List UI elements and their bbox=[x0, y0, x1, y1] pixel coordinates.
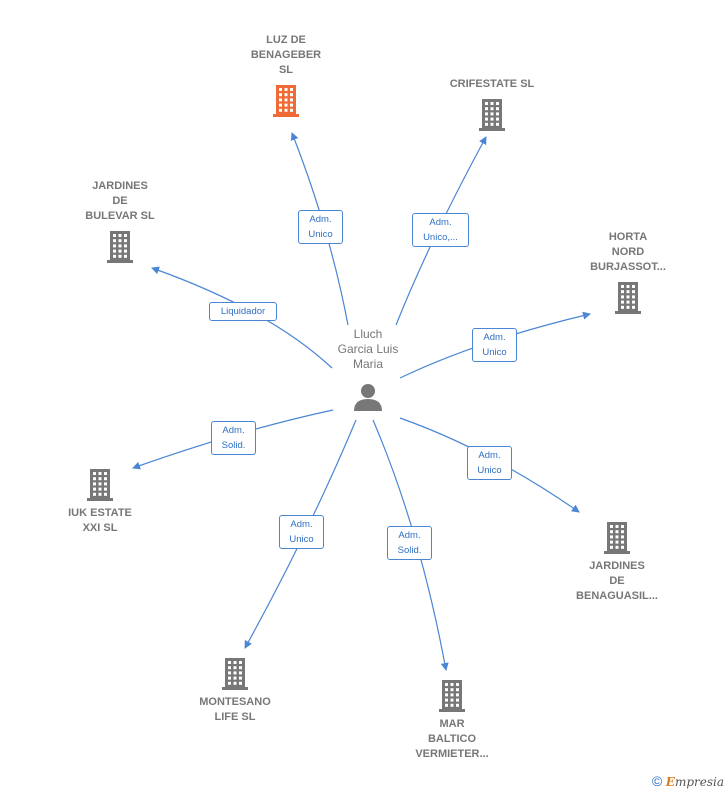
copyright-symbol: © bbox=[651, 773, 663, 789]
role-label: Adm. Solid. bbox=[387, 526, 432, 560]
company-name: IUK ESTATE XXI SL bbox=[68, 507, 132, 534]
company-node-jardines-benaguasil[interactable]: JARDINES DE BENAGUASIL... bbox=[562, 519, 672, 604]
building-icon bbox=[604, 522, 630, 554]
role-label: Adm. Unico,... bbox=[412, 213, 469, 247]
company-node-jardines-bulevar[interactable]: JARDINES DE BULEVAR SL bbox=[70, 179, 170, 264]
building-icon bbox=[222, 658, 248, 690]
role-label: Adm. Unico bbox=[472, 328, 517, 362]
person-icon bbox=[354, 384, 382, 411]
company-name: JARDINES DE BULEVAR SL bbox=[85, 180, 155, 222]
role-label: Adm. Unico bbox=[279, 515, 324, 549]
company-name: MAR BALTICO VERMIETER... bbox=[415, 718, 489, 760]
company-node-horta[interactable]: HORTA NORD BURJASSOT... bbox=[578, 230, 678, 315]
company-name: HORTA NORD BURJASSOT... bbox=[590, 231, 666, 273]
company-node-crifestate[interactable]: CRIFESTATE SL bbox=[437, 77, 547, 132]
building-icon bbox=[107, 231, 133, 263]
building-icon bbox=[273, 85, 299, 117]
building-icon bbox=[615, 282, 641, 314]
company-node-iuk[interactable]: IUK ESTATE XXI SL bbox=[50, 466, 150, 536]
company-name: JARDINES DE BENAGUASIL... bbox=[576, 560, 658, 602]
person-name: Lluch Garcia Luis Maria bbox=[337, 327, 399, 371]
company-name: MONTESANO LIFE SL bbox=[199, 696, 271, 723]
role-label: Liquidador bbox=[209, 302, 277, 321]
role-label: Adm. Unico bbox=[467, 446, 512, 480]
building-icon bbox=[87, 469, 113, 501]
building-icon bbox=[479, 99, 505, 131]
role-label: Adm. Unico bbox=[298, 210, 343, 244]
company-node-luz[interactable]: LUZ DE BENAGEBER SL bbox=[236, 33, 336, 118]
company-name: LUZ DE BENAGEBER SL bbox=[250, 34, 322, 76]
building-icon bbox=[439, 680, 465, 712]
company-name: CRIFESTATE SL bbox=[449, 78, 535, 90]
empresia-watermark: © Empresia bbox=[652, 773, 724, 789]
company-node-mar[interactable]: MAR BALTICO VERMIETER... bbox=[400, 677, 504, 762]
center-person[interactable]: Lluch Garcia Luis Maria bbox=[318, 327, 418, 412]
brand-logo: Empresia bbox=[665, 775, 724, 789]
company-node-montesano[interactable]: MONTESANO LIFE SL bbox=[185, 655, 285, 725]
role-label: Adm. Solid. bbox=[211, 421, 256, 455]
